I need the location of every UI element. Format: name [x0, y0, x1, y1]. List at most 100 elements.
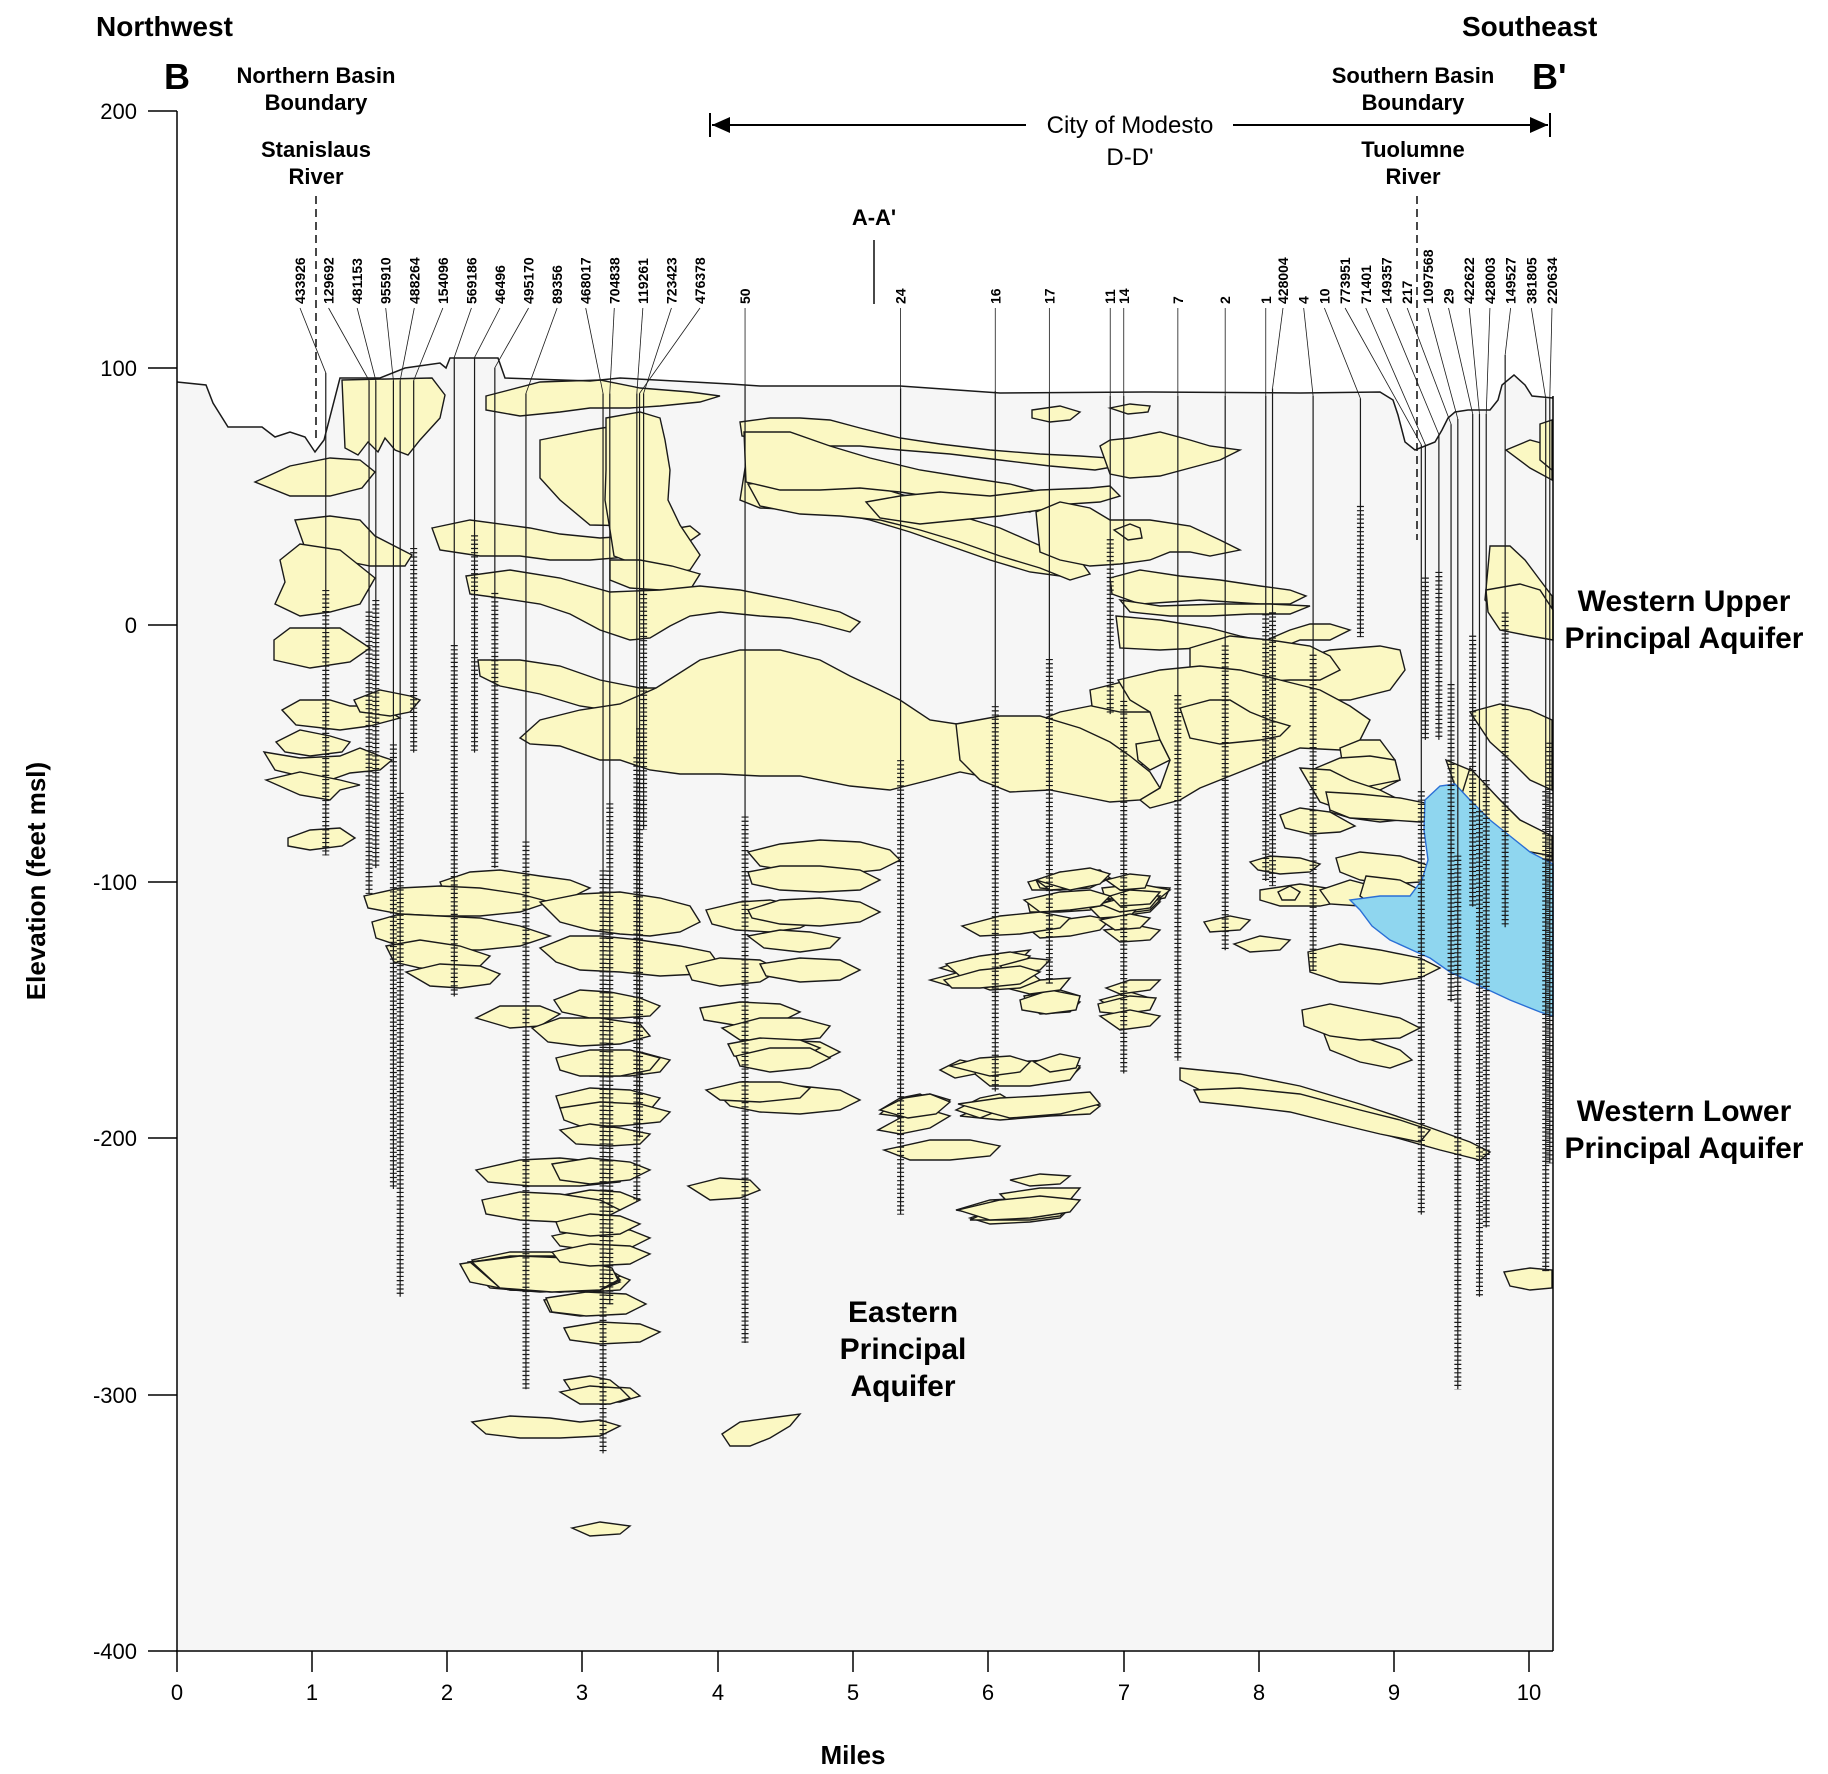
x-tick-label: 5 [847, 1680, 859, 1705]
x-tick-label: 3 [576, 1680, 588, 1705]
well-id-label: 10 [1316, 288, 1332, 304]
well-id-label: 1097568 [1420, 249, 1436, 304]
sediment-lens [960, 911, 1072, 937]
sediment-lens [747, 897, 882, 927]
modesto-dd-label: D-D' [1106, 144, 1153, 171]
sediment-lenses [253, 377, 1554, 1537]
western-lower-aquifer-line2: Principal Aquifer [1565, 1132, 1804, 1165]
well-id-label: 428003 [1482, 257, 1498, 304]
y-tick-label: -100 [93, 870, 137, 895]
well-id-label: 149357 [1378, 257, 1394, 304]
well-id-label: 154096 [435, 257, 451, 304]
sediment-lens [955, 1195, 1082, 1221]
well-leader-line [299, 307, 327, 373]
southern-boundary-line2: Boundary [1362, 90, 1465, 115]
sediment-lens [287, 827, 357, 851]
well-leader-line [1406, 307, 1452, 425]
sediment-lens [1022, 889, 1112, 913]
well-id-label: 7 [1170, 296, 1186, 304]
sediment-lens [1033, 867, 1112, 891]
sediment-lens [1279, 807, 1357, 835]
sediment-lens [470, 1415, 622, 1439]
sediment-lens [604, 411, 701, 575]
x-tick-label: 2 [441, 1680, 453, 1705]
well-leader-line [585, 307, 604, 394]
well-id-label: 16 [987, 288, 1003, 304]
well-leader-line [1485, 307, 1491, 414]
well-id-label: 17 [1041, 288, 1057, 304]
sediment-lens [1098, 1009, 1162, 1031]
sediment-lens [562, 1321, 662, 1345]
well-id-label: 468017 [578, 257, 594, 304]
well-id-label: 24 [893, 288, 909, 304]
well-id-label: 89356 [549, 265, 565, 304]
well-id-label: 29 [1441, 288, 1457, 304]
well-id-label: 773951 [1337, 257, 1353, 304]
tuolumne-river-line2: River [1385, 164, 1440, 189]
sediment-lens [721, 1413, 802, 1447]
sediment-lens [1277, 885, 1301, 901]
sediment-lens [474, 1005, 562, 1029]
sediment-lens [538, 891, 702, 937]
well-id-label: 2 [1217, 296, 1233, 304]
well-id-label: 1 [1258, 296, 1274, 304]
sediment-lens [1097, 995, 1158, 1015]
well-id-label: 476378 [692, 257, 708, 304]
sediment-lens [253, 457, 376, 497]
well-id-label: 481153 [349, 258, 365, 304]
y-tick-label: 200 [100, 99, 137, 124]
western-upper-aquifer-line2: Principal Aquifer [1565, 622, 1804, 655]
well-leader-line [1324, 307, 1361, 399]
x-tick-label: 7 [1118, 1680, 1130, 1705]
well-leader-line [1365, 307, 1426, 445]
well-id-label: 11 [1102, 289, 1118, 304]
well-id-label: 220634 [1544, 257, 1560, 304]
y-tick-label: -300 [93, 1383, 137, 1408]
sediment-lens [550, 1243, 652, 1267]
sediment-lens [263, 771, 361, 801]
sediment-lens [273, 627, 372, 669]
well-id-label: 129692 [321, 257, 337, 304]
eastern-aquifer-line1: Eastern [848, 1296, 958, 1329]
well-leader-line [453, 307, 472, 358]
well-leader-line [1549, 307, 1553, 399]
section-end-label: B' [1532, 56, 1567, 97]
well-id-label: 433926 [292, 257, 308, 304]
well-leader-line [474, 307, 501, 358]
well-leader-line [1386, 307, 1440, 435]
x-tick-label: 8 [1253, 1680, 1265, 1705]
eastern-aquifer-line3: Aquifer [851, 1370, 956, 1403]
stanislaus-river-line1: Stanislaus [261, 137, 371, 162]
well-leader-line [639, 307, 701, 394]
section-start-label: B [164, 56, 190, 97]
northern-boundary-line2: Boundary [265, 90, 368, 115]
northern-boundary-line1: Northern Basin [237, 63, 396, 88]
well-leader-line [385, 307, 394, 381]
sediment-lens [1104, 873, 1152, 891]
y-tick-label: -200 [93, 1126, 137, 1151]
sediment-lens [1031, 405, 1082, 423]
sediment-lens [1099, 431, 1243, 479]
well-id-label: 428004 [1275, 257, 1291, 304]
sediment-lens [544, 1291, 648, 1317]
well-id-label: 569186 [463, 257, 479, 304]
sediment-lens [1032, 1053, 1081, 1073]
x-tick-label: 4 [712, 1680, 724, 1705]
well-id-label: 50 [737, 288, 753, 304]
x-tick-label: 1 [306, 1680, 318, 1705]
sediment-lens [1104, 979, 1162, 995]
x-axis-title: Miles [820, 1740, 885, 1770]
sediment-lens [558, 1385, 632, 1405]
sediment-lens [274, 543, 376, 617]
sediment-lens [1109, 569, 1308, 605]
y-tick-label: -400 [93, 1639, 137, 1664]
well-leader-line [1344, 307, 1422, 445]
wells-layer [322, 354, 1554, 1454]
sediment-lens [1118, 599, 1311, 617]
sediment-lens [957, 1091, 1102, 1119]
x-axis-ticks [176, 1651, 1530, 1672]
well-leader-line [494, 307, 529, 368]
well-leader-line [643, 307, 672, 394]
tuolumne-river-line1: Tuolumne [1361, 137, 1464, 162]
